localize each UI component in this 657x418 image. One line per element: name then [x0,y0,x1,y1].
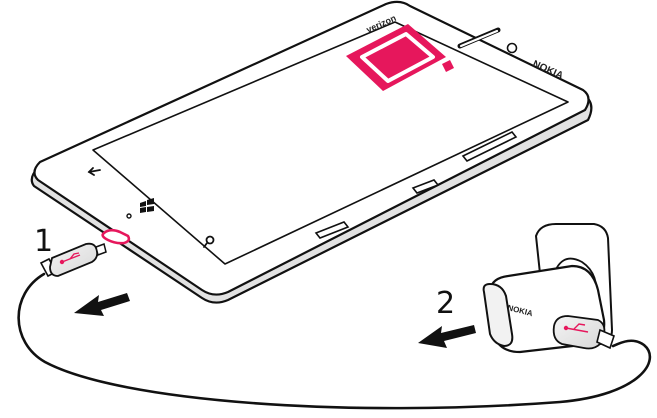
volume-key [461,130,518,163]
charger-face [482,282,514,348]
usb-port [101,228,131,245]
battery-empty-icon [346,24,454,91]
micro-usb-plug [39,242,107,278]
side-buttons [314,130,518,239]
usb-a-strain-relief [596,328,615,350]
search-icon[interactable] [203,235,215,248]
usb-a-plug [552,315,615,350]
front-camera [506,42,518,54]
usb-a-icon [563,323,589,333]
usb-a-plug-body [552,315,606,350]
phone: verizon NOKIA [30,0,593,304]
plug-body [49,242,99,277]
phone-screen [92,21,569,265]
usb-icon [59,252,81,265]
arrow-icon-step2 [418,325,476,348]
step-2-label: 2 [436,286,455,321]
microphone-hole [126,213,132,219]
back-icon[interactable] [87,167,101,176]
arrow-icon [74,293,130,316]
power-key [411,179,440,194]
step-1-label: 1 [34,224,53,259]
windows-start-icon[interactable] [140,198,154,213]
earpiece-inner [459,29,499,48]
plug-connector [95,243,107,256]
camera-key [314,221,350,239]
usb-cable [17,272,652,410]
